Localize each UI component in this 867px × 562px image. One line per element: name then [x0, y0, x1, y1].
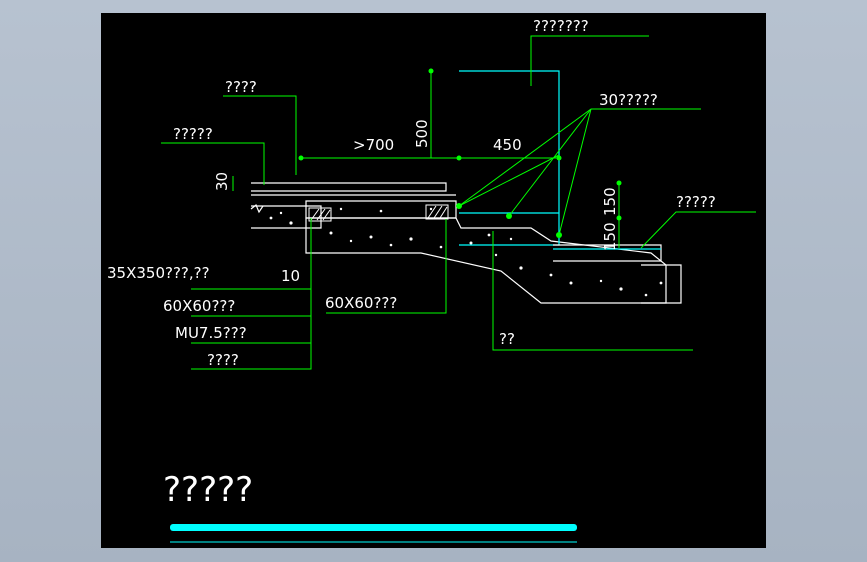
label-30-note: 30????? — [599, 91, 658, 109]
section-drawing: ??????? ???? ????? 30????? ????? >700 45… — [107, 17, 756, 543]
concrete-hatch — [269, 207, 663, 297]
drawing-title: ????? — [163, 470, 253, 510]
leader-upper-left — [223, 95, 297, 175]
leader-lines — [161, 35, 756, 370]
dim-ticks — [298, 68, 622, 238]
leader-right-mid — [640, 211, 756, 249]
channel — [553, 244, 662, 262]
pavement-base-left — [251, 205, 322, 229]
dim-450: 450 — [493, 136, 522, 154]
fan-3 — [558, 108, 592, 236]
leader-layer-4 — [191, 218, 312, 370]
dim-gt700: >700 — [353, 136, 394, 154]
title-underline-thick — [170, 524, 577, 531]
label-layer-1: 35X350???,?? — [107, 264, 210, 282]
label-right-mid: ????? — [676, 193, 716, 211]
leader-top-right — [530, 35, 649, 86]
fan-4 — [458, 154, 560, 207]
upper-strip — [251, 182, 447, 192]
label-left-upper: ????? — [173, 125, 213, 143]
label-layer-4: ???? — [207, 351, 239, 369]
hatched-blocks — [308, 204, 449, 222]
break-mark-left — [250, 204, 264, 214]
leader-left-upper — [161, 142, 265, 185]
dim-30: 30 — [213, 172, 231, 191]
label-mid-60x60: 60X60??? — [325, 294, 397, 312]
dim-500: 500 — [413, 119, 431, 148]
dim-150b: 150 — [601, 222, 619, 251]
label-layer-2: 60X60??? — [163, 297, 235, 315]
leader-bottom-mid — [492, 231, 693, 351]
label-upper-left: ???? — [225, 78, 257, 96]
fan-2 — [508, 108, 592, 217]
label-bottom-mid: ?? — [499, 330, 515, 348]
leader-mid-60x60 — [326, 219, 447, 314]
right-slab — [641, 264, 682, 304]
label-top-right: ??????? — [533, 17, 589, 35]
dim-150a: 150 — [601, 187, 619, 216]
cad-viewport[interactable]: ??????? ???? ????? 30????? ????? >700 45… — [101, 13, 766, 548]
label-layer-3: MU7.5??? — [175, 324, 247, 342]
dim-10: 10 — [281, 267, 300, 285]
